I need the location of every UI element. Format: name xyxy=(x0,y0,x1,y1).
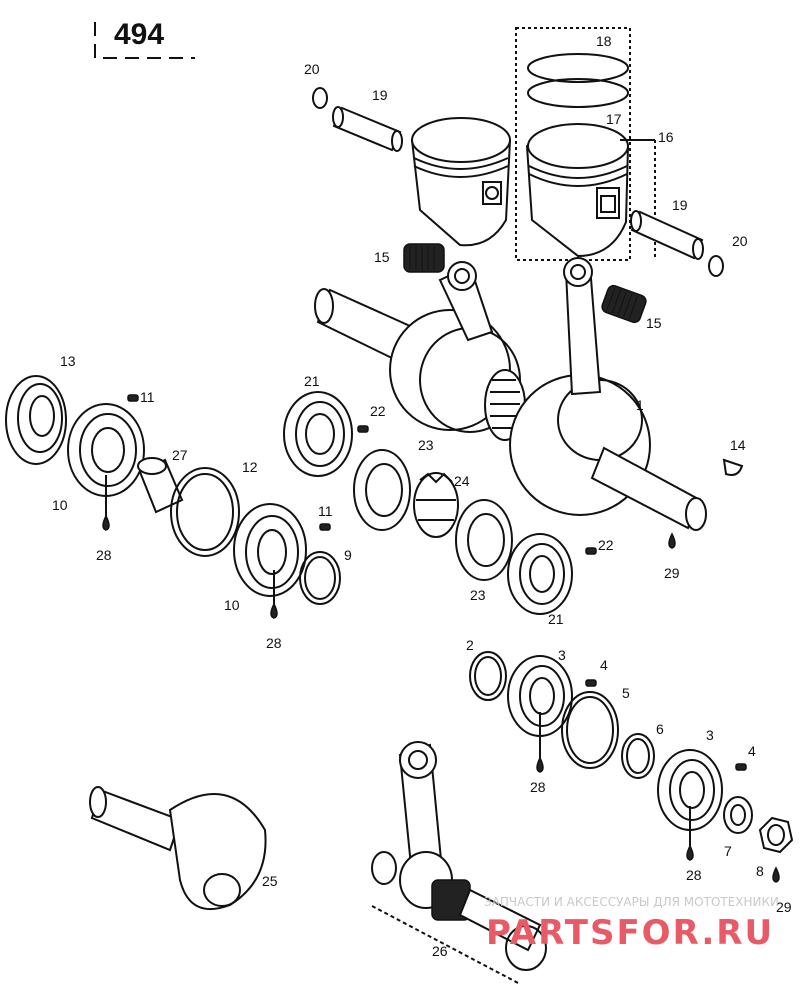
callout-labels: 20 19 18 17 16 19 20 15 15 13 11 21 22 1… xyxy=(52,33,792,959)
piston-pin-right xyxy=(630,210,704,260)
watermark-brand: PARTSFOR.RU xyxy=(486,913,774,953)
washer-7 xyxy=(723,796,753,834)
callout-1: 1 xyxy=(636,397,644,413)
ring-9 xyxy=(299,551,341,605)
callout-21: 21 xyxy=(548,611,564,627)
oil-seal-13 xyxy=(5,375,67,465)
bearing-21-bottom xyxy=(507,533,573,615)
callout-22: 22 xyxy=(598,537,614,553)
callout-16: 16 xyxy=(658,129,674,145)
washer-23-top xyxy=(353,449,411,531)
circlip-right xyxy=(708,255,724,277)
callout-27: 27 xyxy=(172,447,188,463)
grease-mark-29b xyxy=(772,866,780,883)
dowel-pin-11a xyxy=(127,394,139,402)
ring-5 xyxy=(561,691,619,769)
dowel-pin-11b xyxy=(319,523,331,531)
callout-3: 3 xyxy=(706,727,714,743)
callout-11: 11 xyxy=(140,389,155,405)
dowel-pin-4b xyxy=(735,763,747,771)
watermark-tagline: ЗАПЧАСТИ И АКСЕССУАРЫ ДЛЯ МОТОТЕХНИКИ xyxy=(484,895,779,909)
callout-6: 6 xyxy=(656,721,664,737)
piston-left xyxy=(410,117,512,247)
bearing-21-top xyxy=(283,391,353,477)
grease-mark-28b xyxy=(270,570,278,619)
watermark: ЗАПЧАСТИ И АКСЕССУАРЫ ДЛЯ МОТОТЕХНИКИ PA… xyxy=(484,895,779,953)
callout-13: 13 xyxy=(60,353,76,369)
callout-28: 28 xyxy=(686,867,702,883)
callout-14: 14 xyxy=(730,437,746,453)
bearing-10-center xyxy=(233,503,307,597)
callout-29: 29 xyxy=(776,899,792,915)
ring-6 xyxy=(621,733,655,779)
nut-8 xyxy=(758,816,794,854)
callout-11: 11 xyxy=(318,503,333,519)
sleeve-27 xyxy=(137,457,184,514)
grease-mark-28d xyxy=(686,806,694,861)
callout-4: 4 xyxy=(600,657,608,673)
callout-15: 15 xyxy=(646,315,662,331)
callout-26: 26 xyxy=(432,943,448,959)
callout-19: 19 xyxy=(372,87,388,103)
callout-10: 10 xyxy=(224,597,240,613)
washer-23-bottom xyxy=(455,499,513,581)
grease-mark-28a xyxy=(102,475,110,531)
callout-20: 20 xyxy=(304,61,320,77)
callout-5: 5 xyxy=(622,685,630,701)
callout-21: 21 xyxy=(304,373,320,389)
needle-bearing-right xyxy=(601,284,647,324)
woodruff-key xyxy=(722,458,744,476)
callout-8: 8 xyxy=(756,863,764,879)
dowel-pin-4a xyxy=(585,679,597,687)
gear-24 xyxy=(413,472,459,538)
page-number-frame: 494 xyxy=(94,18,195,59)
callout-22: 22 xyxy=(370,403,386,419)
ring-12 xyxy=(170,467,240,557)
callout-10: 10 xyxy=(52,497,68,513)
dowel-pin-22b xyxy=(585,547,597,555)
piston-pin-left xyxy=(332,106,403,152)
callout-18: 18 xyxy=(596,33,612,49)
crank-half-25 xyxy=(89,786,267,910)
dowel-pin-22a xyxy=(357,425,369,433)
callout-12: 12 xyxy=(242,459,258,475)
callout-24: 24 xyxy=(454,473,470,489)
callout-9: 9 xyxy=(344,547,352,563)
callout-23: 23 xyxy=(470,587,486,603)
callout-29: 29 xyxy=(664,565,680,581)
needle-bearing-left xyxy=(403,243,445,273)
piston-right xyxy=(525,123,630,258)
circlip-left xyxy=(312,87,328,109)
ring-2 xyxy=(469,651,507,701)
callout-20: 20 xyxy=(732,233,748,249)
crankshaft-assembly xyxy=(314,257,707,531)
callout-28: 28 xyxy=(96,547,112,563)
bearing-10-left xyxy=(67,403,145,497)
callout-3: 3 xyxy=(558,647,566,663)
callout-2: 2 xyxy=(466,637,474,653)
callout-28: 28 xyxy=(266,635,282,651)
callout-23: 23 xyxy=(418,437,434,453)
grease-mark-29a xyxy=(668,532,676,549)
piston-rings xyxy=(527,53,629,108)
callout-7: 7 xyxy=(724,843,732,859)
callout-28: 28 xyxy=(530,779,546,795)
bearing-3-top xyxy=(507,655,573,737)
callout-19: 19 xyxy=(672,197,688,213)
callout-25: 25 xyxy=(262,873,278,889)
callout-4: 4 xyxy=(748,743,756,759)
page-number: 494 xyxy=(114,18,164,51)
callout-15: 15 xyxy=(374,249,390,265)
callout-17: 17 xyxy=(606,111,622,127)
grease-mark-28c xyxy=(536,712,544,773)
conrod-26 xyxy=(371,741,547,971)
